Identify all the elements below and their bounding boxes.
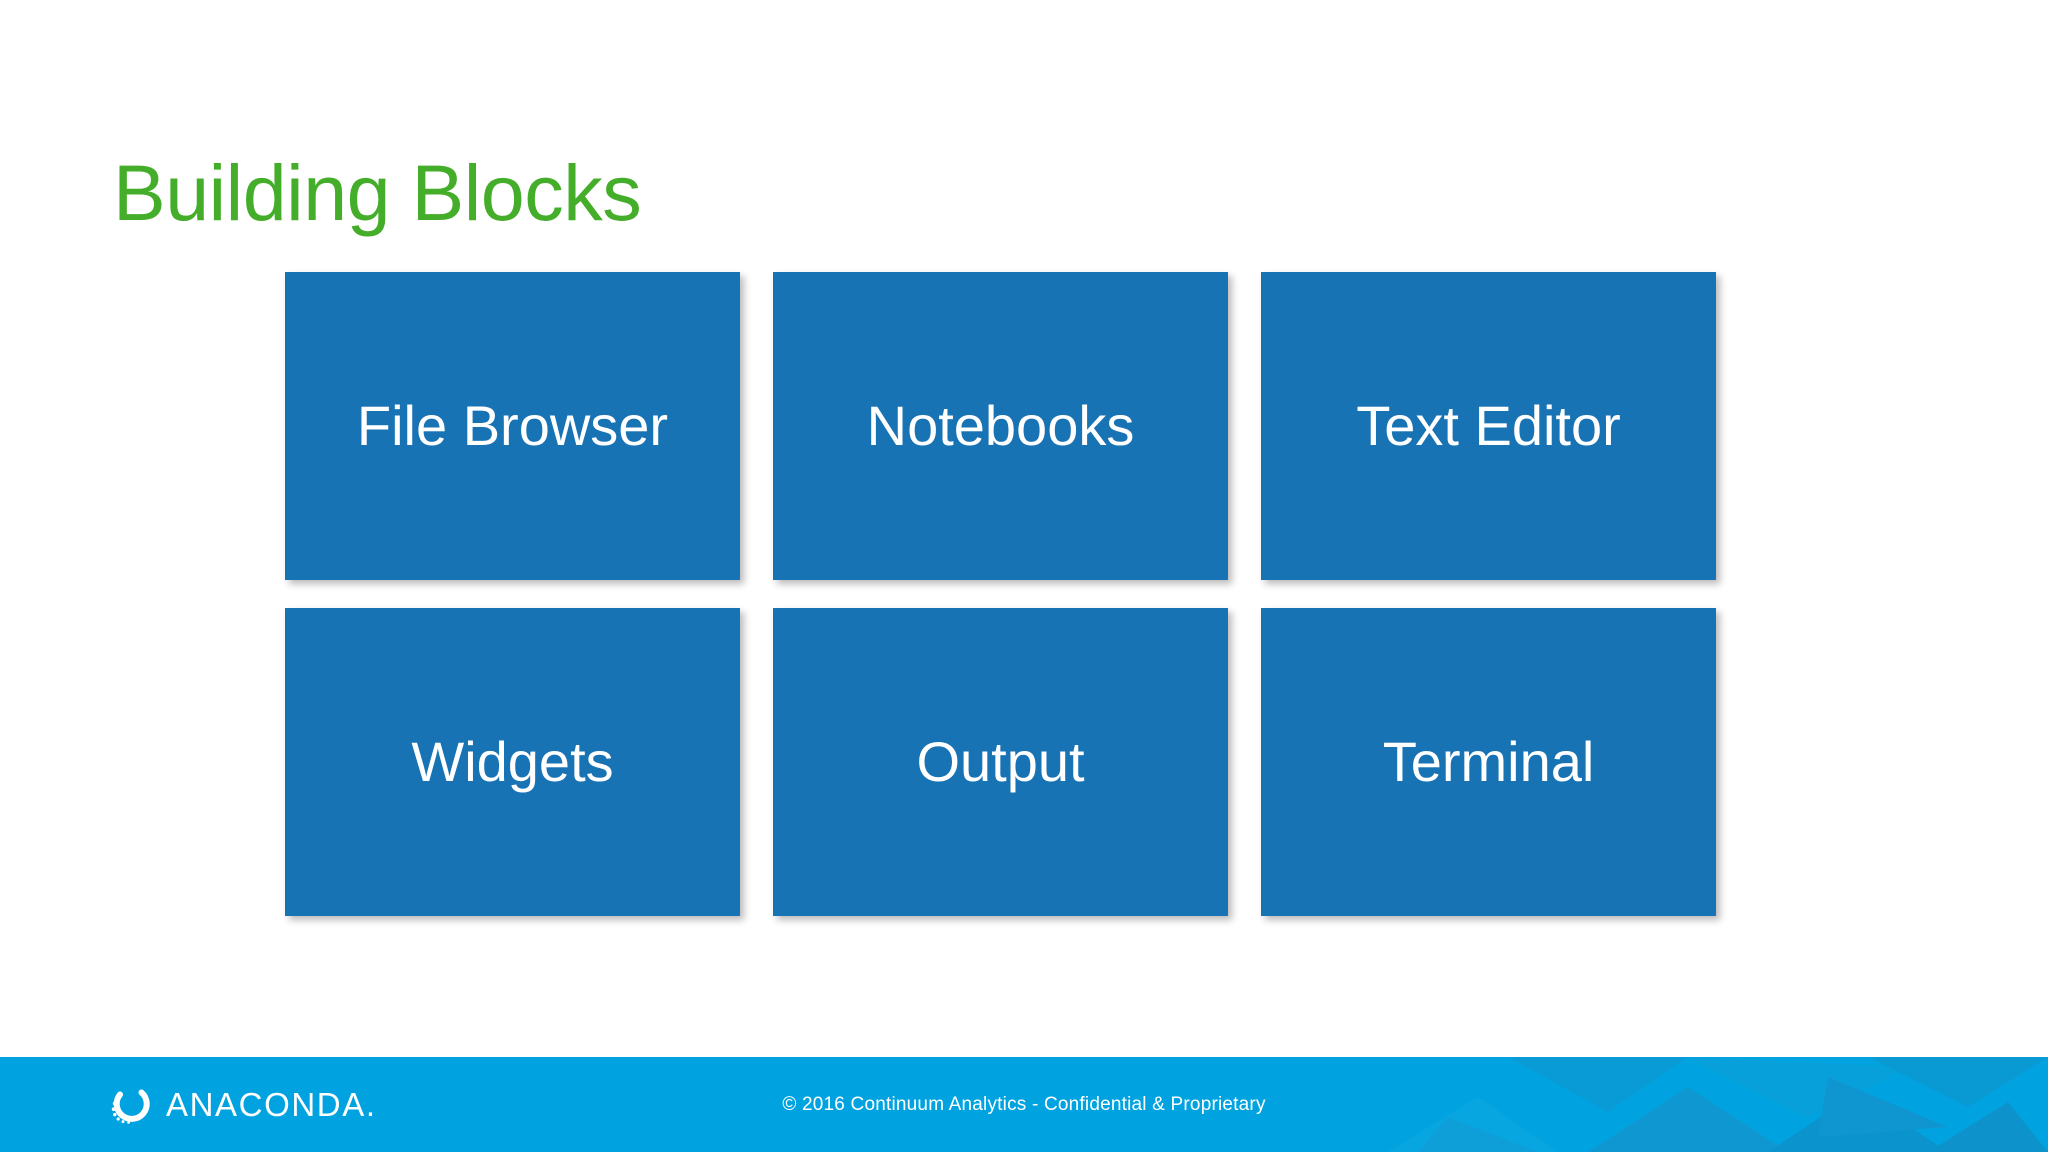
block-label: Terminal bbox=[1382, 730, 1595, 794]
anaconda-ring-logo-icon bbox=[111, 1089, 150, 1124]
slide-footer: ANACONDA. © 2016 Continuum Analytics - C… bbox=[0, 1057, 2048, 1152]
page-title: Building Blocks bbox=[113, 147, 642, 237]
anaconda-wordmark: ANACONDA. bbox=[166, 1086, 377, 1123]
block-file-browser[interactable]: File Browser bbox=[285, 272, 740, 580]
block-text-editor[interactable]: Text Editor bbox=[1261, 272, 1716, 580]
block-label: File Browser bbox=[356, 394, 669, 458]
block-label: Widgets bbox=[411, 730, 614, 794]
copyright-notice: © 2016 Continuum Analytics - Confidentia… bbox=[782, 1093, 1266, 1115]
block-notebooks[interactable]: Notebooks bbox=[773, 272, 1228, 580]
block-label: Notebooks bbox=[866, 394, 1135, 458]
block-output[interactable]: Output bbox=[773, 608, 1228, 916]
block-label: Text Editor bbox=[1356, 394, 1621, 458]
anaconda-logo: ANACONDA. bbox=[108, 1083, 377, 1127]
block-widgets[interactable]: Widgets bbox=[285, 608, 740, 916]
building-blocks-grid: File Browser Notebooks Text Editor Widge… bbox=[285, 272, 1716, 916]
block-label: Output bbox=[916, 730, 1085, 794]
block-terminal[interactable]: Terminal bbox=[1261, 608, 1716, 916]
